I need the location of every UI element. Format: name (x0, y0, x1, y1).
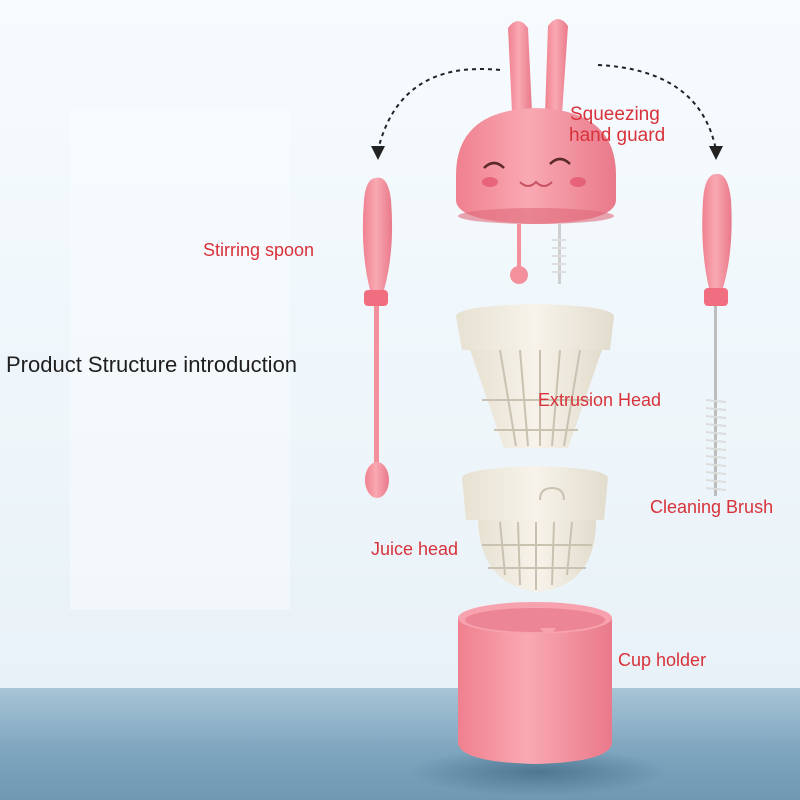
label-cup-holder: Cup holder (618, 650, 707, 670)
label-extrusion-head: Extrusion Head (538, 390, 662, 410)
squeezing-hand-guard (456, 19, 616, 284)
cup-holder (408, 602, 668, 796)
stirring-spoon (362, 177, 393, 498)
arrow-left (371, 68, 501, 160)
floor-surface (0, 688, 800, 800)
label-cleaning-brush: Cleaning Brush (650, 497, 774, 517)
label-squeezing-line2: hand guard (569, 125, 666, 146)
label-stirring-spoon: Stirring spoon (203, 240, 315, 260)
extrusion-head (456, 304, 614, 448)
label-juice-head: Juice head (371, 539, 459, 559)
cleaning-brush (702, 173, 732, 496)
arrow-right (597, 64, 723, 160)
juice-head (462, 466, 608, 592)
page-title: Product Structure introduction (6, 352, 298, 377)
background-panel (70, 110, 290, 610)
label-squeezing-line1: Squeezing (570, 104, 660, 125)
